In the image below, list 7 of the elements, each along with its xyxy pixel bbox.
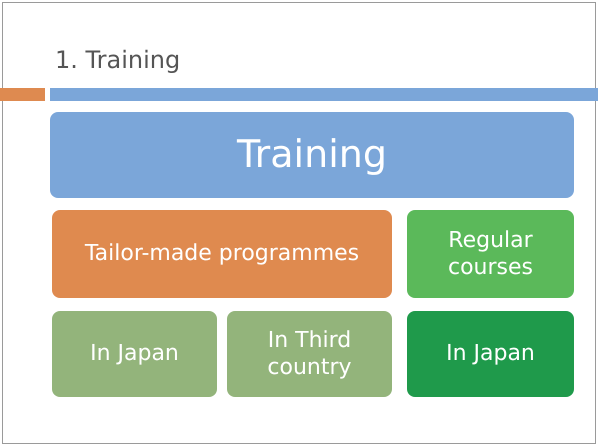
category-box: Tailor-made programmes: [52, 210, 392, 298]
category-box: Regular courses: [407, 210, 574, 298]
slide-title: 1. Training: [55, 45, 180, 76]
category-box: In Japan: [52, 311, 217, 397]
category-box: Training: [50, 112, 574, 198]
category-box: In Japan: [407, 311, 574, 397]
category-box: In Third country: [227, 311, 392, 397]
